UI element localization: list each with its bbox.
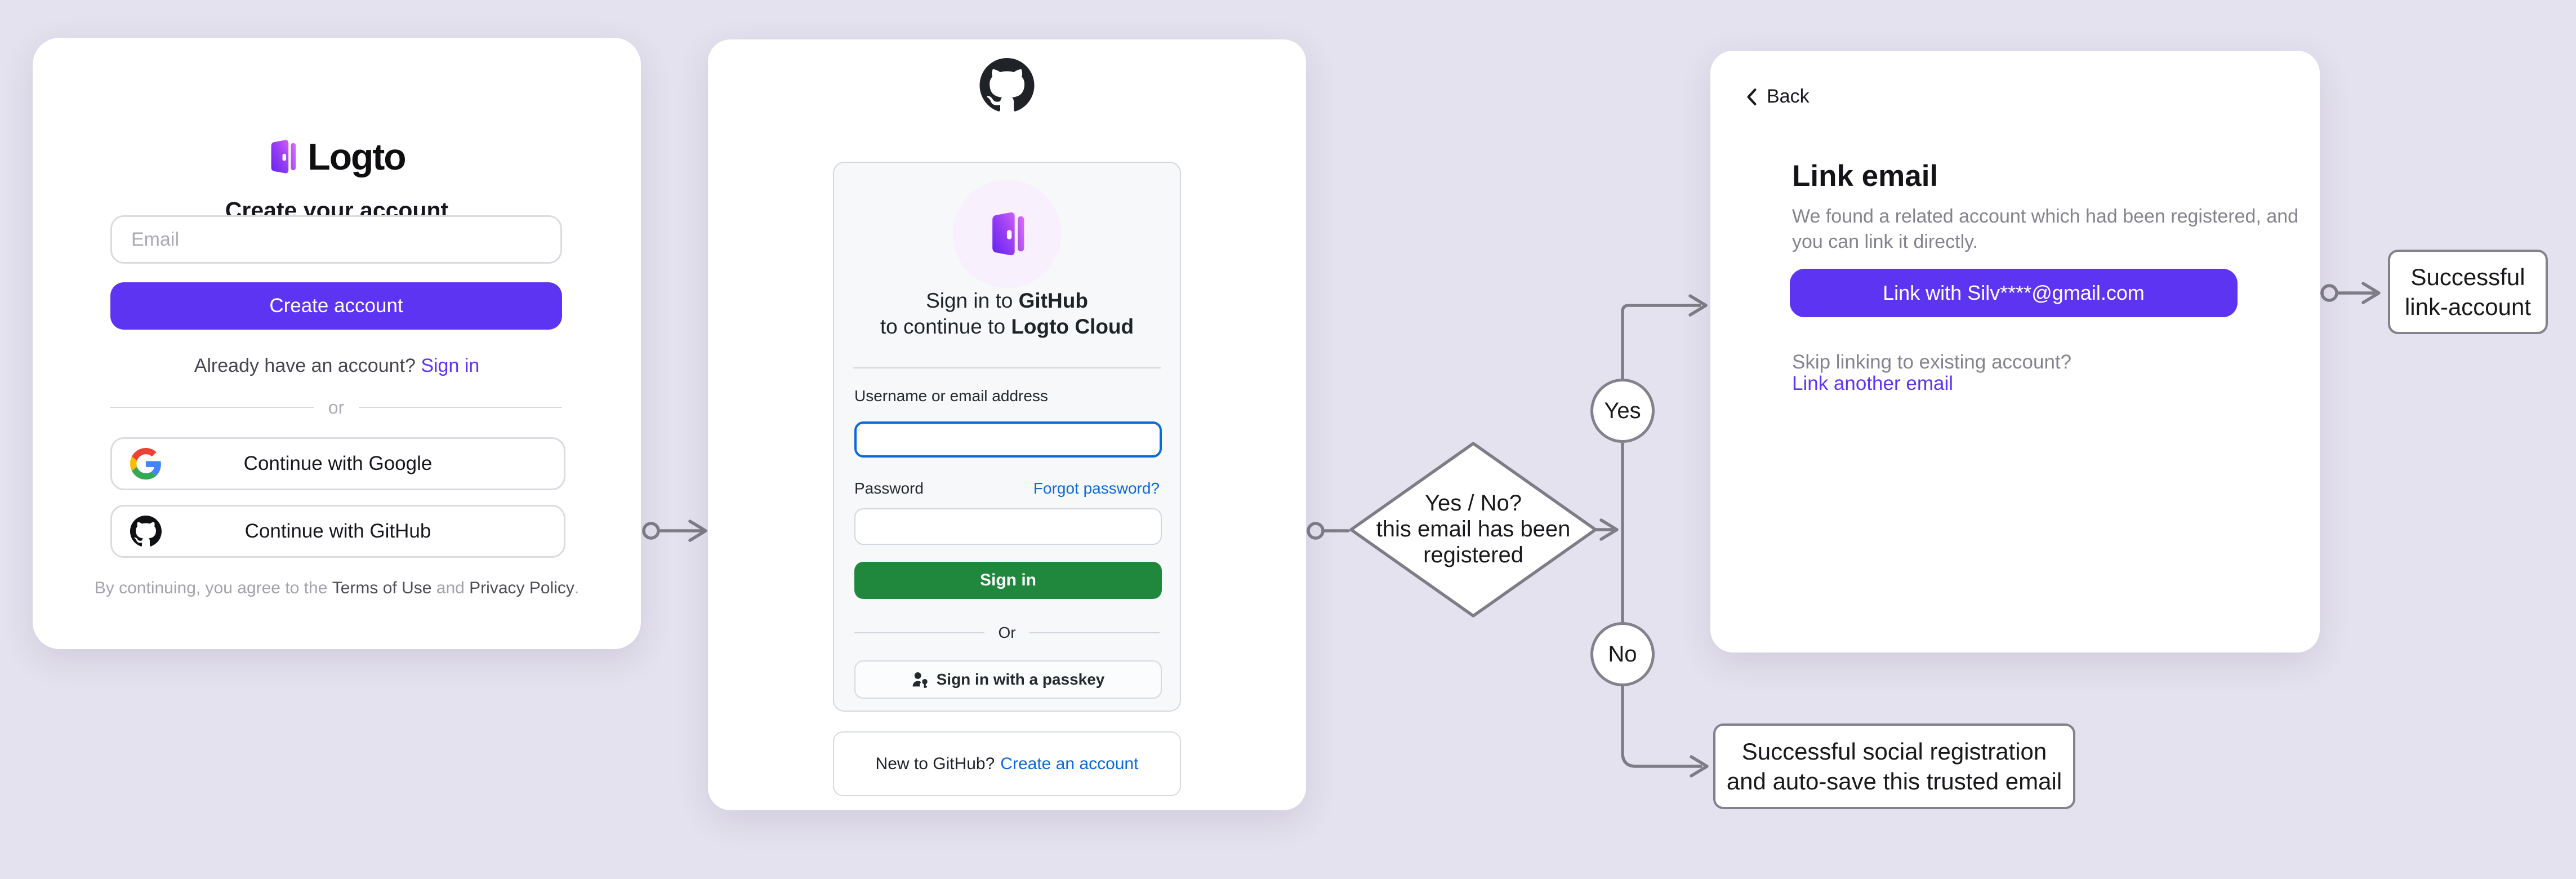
outcome-link-line2: link-account — [2404, 294, 2532, 320]
title-brand: GitHub — [1018, 289, 1088, 312]
skip-prompt: Skip linking to existing account? — [1792, 351, 2072, 373]
divider-line — [359, 406, 563, 409]
logto-wordmark: Logto — [307, 136, 406, 177]
yes-node: Yes — [1590, 379, 1655, 443]
link-email-description: We found a related account which had bee… — [1792, 204, 2321, 255]
terms-of-use-link[interactable]: Terms of Use — [332, 579, 432, 597]
link-with-email-button[interactable]: Link with Silv****@gmail.com — [1790, 269, 2238, 317]
new-to-github-box: New to GitHub? Create an account — [833, 731, 1181, 796]
link-another-email-link[interactable]: Link another email — [1792, 372, 1953, 394]
forgot-password-link[interactable]: Forgot password? — [1033, 480, 1160, 497]
link-email-title: Link email — [1792, 159, 1938, 193]
no-node: No — [1590, 622, 1655, 686]
continue-github-label: Continue with GitHub — [244, 520, 431, 542]
divider-line — [110, 406, 314, 409]
panel-divider — [853, 367, 1161, 369]
or-divider: or — [110, 397, 563, 418]
logto-door-icon — [271, 140, 296, 174]
decision-label: Yes / No? this email has been registered — [1361, 490, 1586, 568]
signin-prompt-text: Already have an account? — [194, 355, 416, 376]
decision-line3: registered — [1423, 543, 1523, 567]
github-signin-button[interactable]: Sign in — [854, 562, 1162, 599]
github-icon — [130, 516, 162, 547]
decision-line2: this email has been — [1376, 517, 1571, 541]
link-email-card: Back Link email We found a related accou… — [1710, 51, 2320, 652]
subtitle-prefix: to continue to — [880, 315, 1011, 338]
new-prompt: New to GitHub? — [875, 754, 995, 773]
signin-link[interactable]: Sign in — [421, 355, 480, 376]
create-account-button[interactable]: Create account — [110, 282, 562, 330]
connector-start-dot — [642, 522, 660, 540]
divider-line — [854, 632, 985, 634]
outcome-social-box: Successful social registration and auto-… — [1713, 723, 2075, 809]
or-label: or — [328, 397, 345, 418]
description-line1: We found a related account which had bee… — [1792, 206, 2299, 227]
terms-suffix: . — [574, 579, 580, 597]
email-input[interactable] — [110, 215, 562, 264]
chevron-left-icon — [1747, 88, 1757, 105]
yes-label: Yes — [1604, 398, 1641, 423]
outcome-social-line1: Successful social registration — [1741, 738, 2047, 765]
passkey-button[interactable]: Sign in with a passkey — [854, 660, 1162, 699]
logto-logo: Logto — [33, 136, 641, 177]
password-label: Password — [854, 480, 924, 497]
subtitle-brand: Logto Cloud — [1011, 315, 1134, 338]
divider-line — [1029, 632, 1160, 634]
terms-mid: and — [431, 579, 470, 597]
logto-signup-card: Logto Create your account Create account… — [33, 38, 641, 649]
connector-start-dot — [1307, 522, 1325, 540]
terms-text: By continuing, you agree to the Terms of… — [33, 579, 641, 598]
password-input[interactable] — [854, 508, 1162, 545]
outcome-social-line2: and auto-save this trusted email — [1726, 768, 2062, 794]
decision-line1: Yes / No? — [1425, 491, 1522, 516]
logto-door-icon — [992, 212, 1024, 256]
privacy-policy-link[interactable]: Privacy Policy — [469, 579, 574, 597]
terms-prefix: By continuing, you agree to the — [94, 579, 332, 597]
description-line2: you can link it directly. — [1792, 231, 1978, 252]
or-label: Or — [998, 624, 1016, 641]
signin-prompt: Already have an account? Sign in — [33, 355, 641, 377]
outcome-link-account-box: Successful link-account — [2388, 250, 2548, 334]
username-input[interactable] — [854, 421, 1162, 458]
github-signin-title: Sign in to GitHub — [834, 289, 1180, 313]
github-or-divider: Or — [854, 624, 1160, 642]
continue-github-button[interactable]: Continue with GitHub — [110, 505, 565, 558]
github-octocat-icon — [979, 58, 1035, 116]
username-label: Username or email address — [854, 387, 1048, 405]
passkey-icon — [912, 672, 928, 688]
github-login-panel: Sign in to GitHub to continue to Logto C… — [833, 162, 1181, 712]
passkey-label: Sign in with a passkey — [936, 671, 1105, 688]
connector-start-dot — [2320, 284, 2338, 302]
google-icon — [130, 448, 162, 480]
back-button[interactable]: Back — [1745, 86, 1810, 108]
continue-google-label: Continue with Google — [243, 452, 433, 474]
back-label: Back — [1767, 86, 1810, 107]
continue-google-button[interactable]: Continue with Google — [110, 437, 565, 490]
outcome-link-line1: Successful — [2410, 264, 2525, 290]
create-account-link[interactable]: Create an account — [1000, 754, 1139, 773]
github-signin-subtitle: to continue to Logto Cloud — [834, 315, 1180, 339]
title-prefix: Sign in to — [926, 289, 1019, 312]
logto-app-avatar — [953, 180, 1061, 288]
github-signin-card: Sign in to GitHub to continue to Logto C… — [708, 39, 1306, 810]
no-label: No — [1608, 641, 1637, 667]
